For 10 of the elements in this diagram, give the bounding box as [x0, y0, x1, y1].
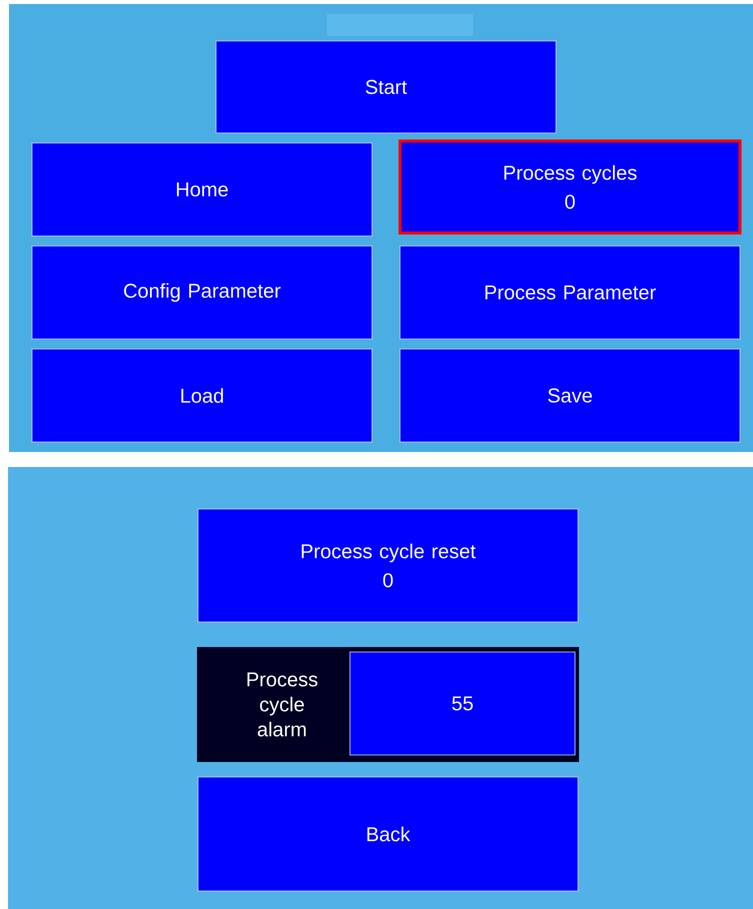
button: Back [198, 776, 578, 892]
button: Process Parameter [400, 246, 740, 340]
button: Save [400, 348, 740, 442]
counter-button: Process cycles 0 [398, 140, 742, 234]
value-field: 55 [350, 652, 576, 756]
button: Load [32, 348, 372, 442]
button: Config Parameter [32, 246, 372, 340]
button: Home [32, 142, 372, 236]
button: Start [216, 40, 556, 134]
button: Process cycle reset 0 [198, 508, 578, 622]
